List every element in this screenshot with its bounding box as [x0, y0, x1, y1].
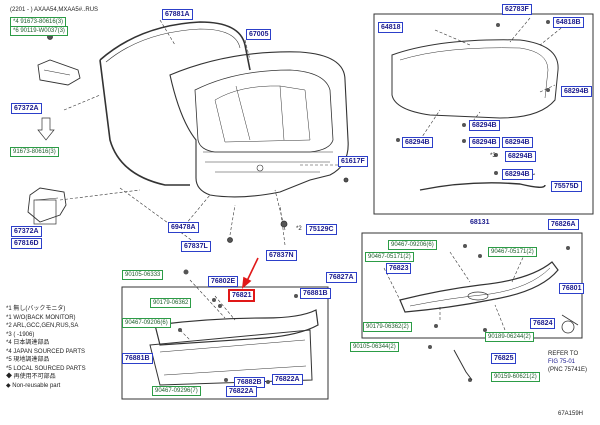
part-67005[interactable]: 67005 — [246, 29, 272, 40]
part-67372A-top[interactable]: 67372A — [11, 103, 42, 114]
trim-strip-75575D — [419, 182, 546, 191]
refer-line1: REFER TO — [548, 351, 579, 357]
part-76827A[interactable]: 76827A — [326, 272, 357, 283]
part-64818[interactable]: 64818 — [378, 22, 404, 33]
part-68294B-5[interactable]: 68294B — [502, 137, 533, 148]
part-67837N[interactable]: 67837N — [266, 250, 297, 261]
legend-item: *3 ( -1906) — [6, 331, 35, 338]
garnish-panel-76821 — [154, 309, 319, 346]
camera-76824-ref — [561, 320, 575, 334]
legend-item: *5 現地調達部品 — [6, 357, 50, 363]
legend-item: *4 日本調達部品 — [6, 340, 50, 346]
part-76881B-right[interactable]: 76881B — [300, 288, 331, 299]
mark-75129C: *2 — [296, 226, 302, 232]
part-90467-05171-a[interactable]: 90467-05171(2) — [365, 252, 414, 262]
part-76821[interactable]: 76821 — [228, 289, 256, 302]
garnish-76801 — [399, 261, 559, 313]
legend-item: *1 W/O(BACK MONITOR) — [6, 314, 76, 321]
part-90189-06244[interactable]: 90189-06244(2) — [485, 332, 534, 342]
part-76822A-right[interactable]: 76822A — [272, 374, 303, 385]
part-68294B-2[interactable]: 68294B — [402, 137, 433, 148]
part-76801[interactable]: 76801 — [559, 283, 585, 294]
part-76823[interactable]: 76823 — [386, 263, 412, 274]
part-75575D[interactable]: 75575D — [551, 181, 582, 192]
legend-item: *5 LOCAL SOURCED PARTS — [6, 365, 86, 372]
part-90467-09206-left[interactable]: 90467-09206(6) — [122, 318, 171, 328]
hinge-67372A-top — [37, 59, 81, 86]
part-76822A-bottom[interactable]: 76822A — [226, 386, 257, 397]
legend: *1 無し(バックモニタ) *1 W/O(BACK MONITOR) *2 AR… — [6, 305, 86, 390]
weatherstrip-67881A — [99, 21, 251, 186]
refer-line2[interactable]: FIG 75-01 — [548, 359, 576, 365]
part-90105-06344[interactable]: 90105-06344(2) — [350, 342, 399, 352]
part-91673-80616[interactable]: 91673-80616(3) — [10, 147, 59, 157]
part-68294B-3[interactable]: 68294B — [469, 120, 500, 131]
part-90467-09296[interactable]: 90467-09296(7) — [152, 386, 201, 396]
refer-line3: (PNC 75741E) — [548, 367, 588, 373]
highlight-arrow — [241, 257, 259, 289]
part-90467-09206-right[interactable]: 90467-09206(6) — [388, 240, 437, 250]
header-applicability: (2201 - ) AXAA54,MXAA5#..RUS — [10, 7, 99, 13]
part-69478A[interactable]: 69478A — [168, 222, 199, 233]
part-76881B-left[interactable]: 76881B — [122, 353, 153, 364]
part-62783F[interactable]: 62783F — [502, 4, 532, 15]
pad-67816D — [33, 199, 57, 225]
legend-item: ◆ Non-reusable part — [6, 382, 61, 389]
part-90179-06362-left[interactable]: 90179-06362 — [150, 298, 192, 308]
part-76824[interactable]: 76824 — [530, 318, 556, 329]
part-67816D[interactable]: 67816D — [11, 238, 42, 249]
part-64818B[interactable]: 64818B — [553, 17, 584, 28]
part-76802E[interactable]: 76802E — [208, 276, 239, 287]
part-68294B-1[interactable]: 68294B — [561, 86, 592, 97]
part-90105-06333[interactable]: 90105-06333 — [122, 270, 164, 280]
part-67837L[interactable]: 67837L — [181, 241, 211, 252]
legend-item: ◆ 再使用不可部品 — [6, 374, 56, 380]
legend-item: *1 無し(バックモニタ) — [6, 306, 66, 312]
header-part-90119[interactable]: *6 90119-W0037(3) — [10, 26, 68, 36]
part-67881A[interactable]: 67881A — [162, 9, 193, 20]
part-68131[interactable]: 68131 — [468, 218, 492, 227]
part-90159-60621[interactable]: 90159-60621(2) — [491, 372, 540, 382]
part-90467-05171-b[interactable]: 90467-05171(2) — [488, 247, 537, 257]
back-door-67005 — [169, 51, 349, 198]
part-76825[interactable]: 76825 — [491, 353, 517, 364]
part-67372A-bottom[interactable]: 67372A — [11, 226, 42, 237]
part-61617F[interactable]: 61617F — [338, 156, 368, 167]
part-76826A[interactable]: 76826A — [548, 219, 579, 230]
part-68294B-6[interactable]: 68294B — [505, 151, 536, 162]
part-75129C[interactable]: 75129C — [306, 224, 337, 235]
hinge-67372A-bottom — [27, 187, 67, 223]
part-68294B-4[interactable]: 68294B — [469, 137, 500, 148]
part-68294B-7[interactable]: 68294B — [502, 169, 533, 180]
legend-item: *2 ARL,GCC,GEN,RUS,SA — [6, 323, 79, 329]
spoiler-panel-64818 — [391, 39, 559, 119]
mark-68294B: *3 — [490, 153, 496, 159]
figure-code: 67A159H — [558, 411, 584, 417]
part-90179-06362-right[interactable]: 90179-06362(2) — [363, 322, 412, 332]
legend-item: *4 JAPAN SOURCED PARTS — [6, 348, 86, 355]
